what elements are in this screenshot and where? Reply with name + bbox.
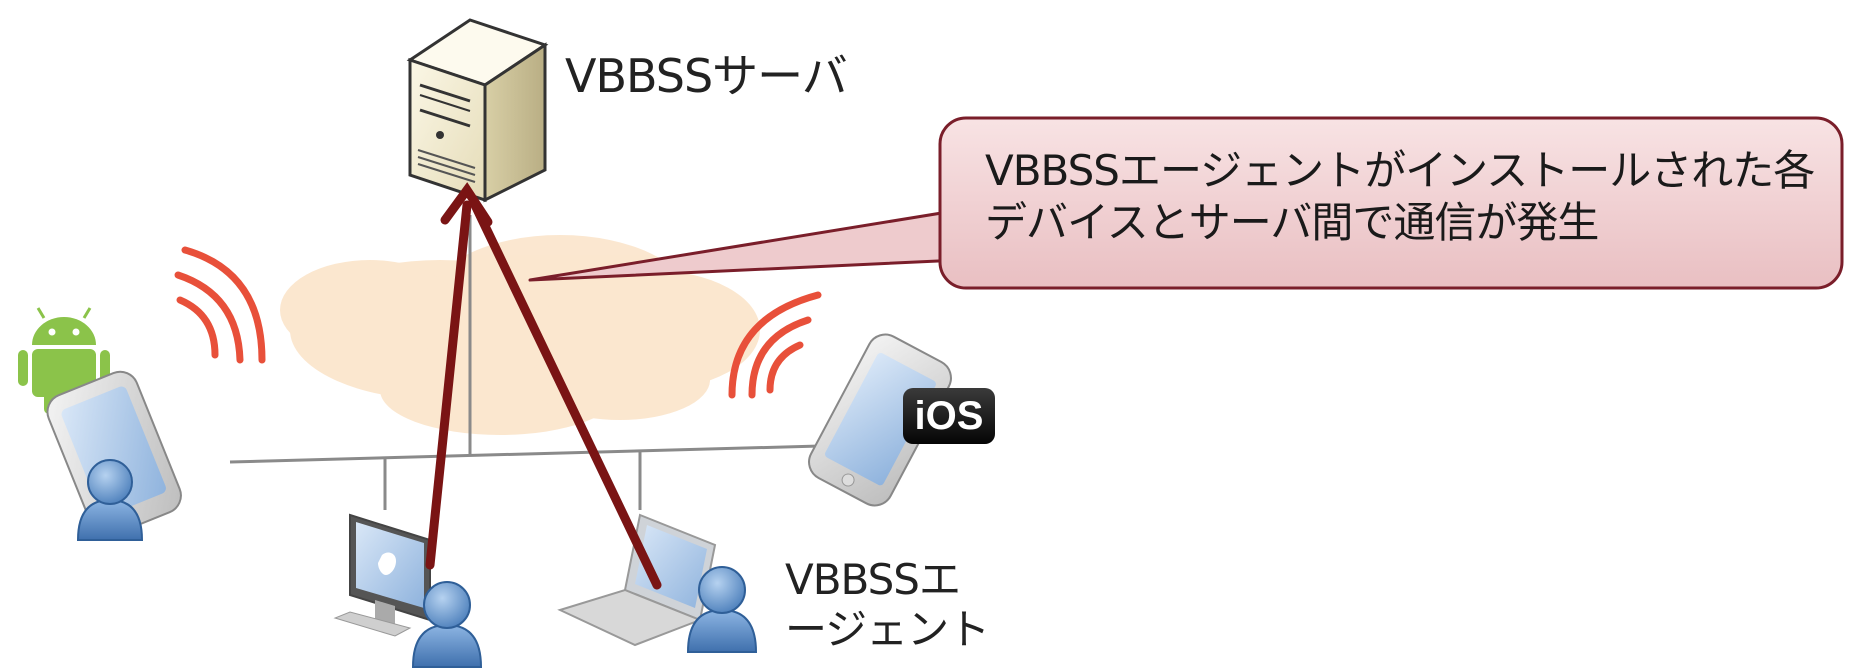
connection-arrow [425,182,662,590]
wireless-signal-icon [728,291,822,399]
user-icon [686,566,758,653]
network-lines [229,215,821,510]
agent-label: VBBSSエージェント [785,555,995,655]
iphone-icon [808,333,952,507]
callout-text: VBBSSエージェントがインストールされた各デバイスとサーバ間で通信が発生 [985,146,1815,247]
user-icon [76,459,144,541]
user-icon [411,581,483,668]
callout-box [528,116,1844,290]
server-tower-icon [406,18,549,203]
server-label: VBBSSサーバ [565,49,848,103]
agent-label-text: VBBSSエージェント [785,555,990,654]
android-phone-icon [46,370,182,537]
imac-icon [333,513,431,637]
laptop-icon [557,513,717,647]
wireless-signal-icon [174,246,266,364]
ios-badge: iOS [903,388,995,444]
